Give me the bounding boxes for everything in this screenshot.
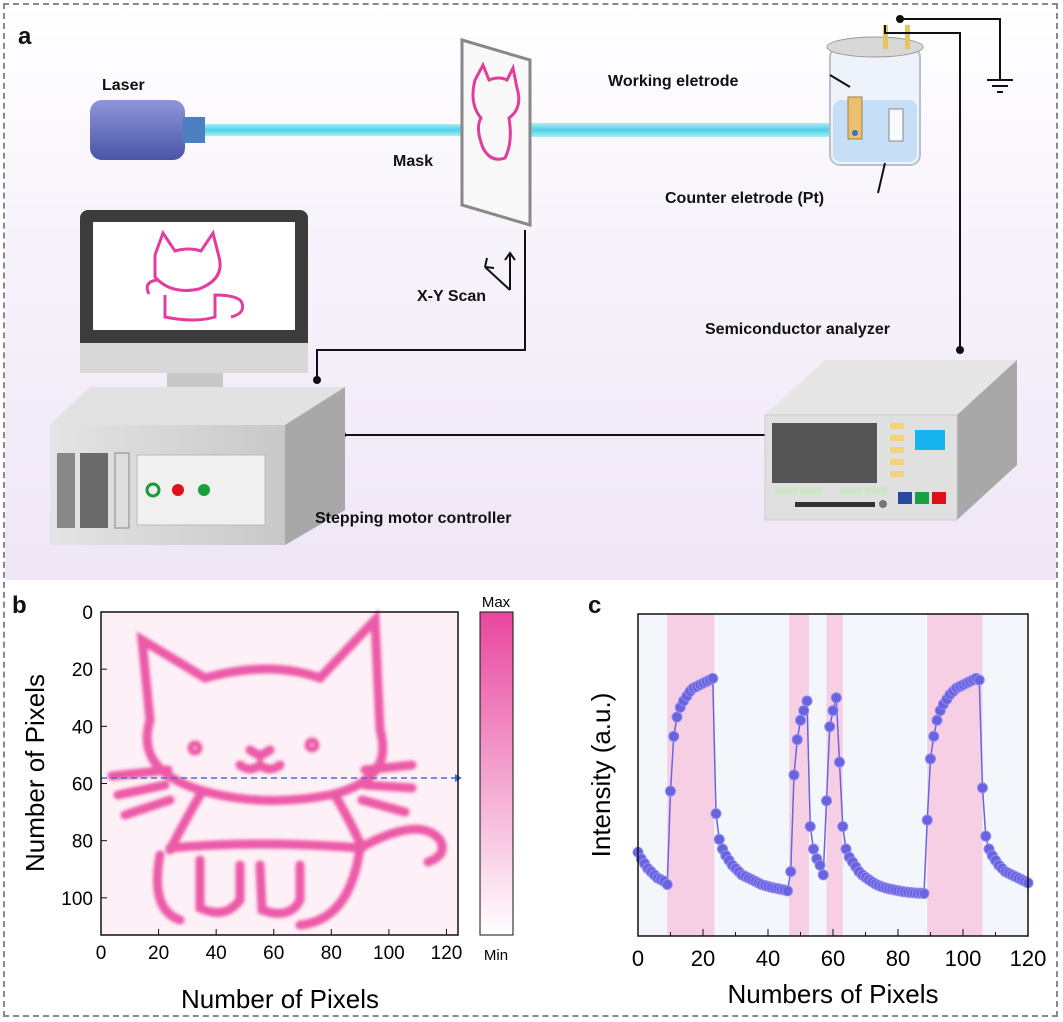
xy-scan-label: X-Y Scan bbox=[417, 288, 487, 305]
y-tick-label: 20 bbox=[72, 660, 93, 681]
y-tick-label: 60 bbox=[72, 775, 93, 796]
data-point bbox=[814, 859, 826, 871]
data-point bbox=[837, 821, 849, 833]
x-axis-label: Numbers of Pixels bbox=[728, 979, 939, 1009]
x-tick-label: 0 bbox=[632, 946, 644, 971]
analyzer-display bbox=[772, 423, 877, 483]
x-tick-label: 0 bbox=[96, 943, 107, 964]
laser-icon bbox=[90, 100, 205, 160]
data-point bbox=[918, 887, 930, 899]
counter-electrode-label: Counter eletrode (Pt) bbox=[665, 190, 825, 207]
x-tick-label: 40 bbox=[206, 943, 227, 964]
data-point bbox=[921, 814, 933, 826]
panel-c-label: c bbox=[588, 592, 602, 619]
data-point bbox=[973, 674, 985, 686]
heatmap-frame bbox=[100, 611, 459, 936]
green-ring-light-icon bbox=[145, 482, 161, 498]
xy-scan-arrow-icon bbox=[316, 230, 526, 380]
x-tick-label: 60 bbox=[263, 943, 284, 964]
wiring bbox=[342, 18, 1013, 436]
data-point bbox=[798, 705, 810, 717]
data-point bbox=[817, 869, 829, 881]
data-point bbox=[977, 782, 988, 794]
data-point bbox=[821, 795, 832, 807]
green-light-icon bbox=[198, 484, 210, 496]
computer-monitor-icon bbox=[80, 210, 308, 413]
highlight-band bbox=[667, 614, 715, 936]
data-point bbox=[671, 711, 683, 723]
x-tick-label: 40 bbox=[756, 946, 780, 971]
data-point bbox=[707, 672, 719, 684]
laser-label: Laser bbox=[102, 77, 145, 94]
working-electrode-label: Working eletrode bbox=[608, 73, 739, 90]
panel-b-label: b bbox=[12, 592, 27, 619]
x-tick-label: 100 bbox=[373, 943, 405, 964]
red-light-icon bbox=[172, 484, 184, 496]
figure-frame bbox=[3, 3, 1058, 1017]
data-point bbox=[785, 866, 797, 878]
x-tick-label: 100 bbox=[945, 946, 982, 971]
panel-a-label: a bbox=[18, 23, 32, 50]
data-point bbox=[782, 885, 793, 897]
panel-b-heatmap: 0 20 40 60 80 100 120 0 20 40 60 80 100 Max Min Numb… bbox=[20, 594, 514, 1014]
data-point bbox=[827, 705, 839, 717]
y-axis-label: Intensity (a.u.) bbox=[586, 693, 616, 858]
laser-beam bbox=[205, 124, 470, 136]
colorbar bbox=[479, 611, 514, 936]
data-point bbox=[830, 692, 842, 704]
panel-a-setup-diagram: a Laser Mask X-Y Scan Working eletrode C… bbox=[5, 5, 1056, 580]
stepping-motor-controller-label: Stepping motor controller bbox=[315, 510, 512, 527]
data-point bbox=[980, 830, 992, 842]
data-point bbox=[834, 756, 845, 768]
data-point bbox=[804, 821, 816, 833]
data-point bbox=[801, 695, 813, 707]
x-tick-label: 80 bbox=[321, 943, 342, 964]
data-point bbox=[713, 833, 725, 845]
x-tick-label: 60 bbox=[821, 946, 845, 971]
highlight-band bbox=[927, 614, 983, 936]
cat-intensity-image bbox=[107, 609, 447, 930]
data-point bbox=[795, 714, 806, 726]
y-tick-label: 100 bbox=[61, 889, 93, 910]
stepping-motor-controller-icon bbox=[50, 387, 345, 545]
data-point bbox=[665, 785, 676, 797]
x-tick-label: 80 bbox=[886, 946, 910, 971]
y-tick-label: 80 bbox=[72, 832, 93, 853]
data-point bbox=[788, 769, 800, 781]
data-point bbox=[824, 721, 836, 733]
data-point bbox=[925, 753, 936, 765]
x-tick-label: 20 bbox=[691, 946, 715, 971]
data-point bbox=[710, 808, 722, 820]
data-point bbox=[668, 730, 680, 742]
data-point bbox=[808, 843, 819, 855]
setup-illustration bbox=[50, 15, 1017, 545]
mask-icon bbox=[460, 37, 532, 228]
laser-beam bbox=[520, 123, 840, 137]
y-axis-label: Number of Pixels bbox=[20, 674, 50, 872]
data-point bbox=[928, 730, 940, 742]
x-tick-label: 120 bbox=[1010, 946, 1047, 971]
colorbar-max-label: Max bbox=[482, 594, 511, 611]
mask-label: Mask bbox=[393, 153, 434, 170]
data-point bbox=[661, 878, 673, 890]
data-point bbox=[931, 714, 943, 726]
y-tick-label: 40 bbox=[72, 717, 93, 738]
semiconductor-analyzer-icon bbox=[764, 360, 1017, 521]
electrochemical-cell-icon bbox=[826, 25, 924, 166]
x-tick-label: 120 bbox=[431, 943, 463, 964]
x-axis-label: Number of Pixels bbox=[181, 984, 379, 1014]
data-point bbox=[791, 734, 803, 746]
panel-c-line-profile: 0 20 40 60 80 100 120 Numbers of Pixels Intens… bbox=[586, 613, 1047, 1009]
semiconductor-analyzer-label: Semiconductor analyzer bbox=[705, 321, 890, 338]
colorbar-min-label: Min bbox=[484, 947, 508, 964]
y-tick-label: 0 bbox=[82, 603, 93, 624]
x-tick-label: 20 bbox=[148, 943, 169, 964]
